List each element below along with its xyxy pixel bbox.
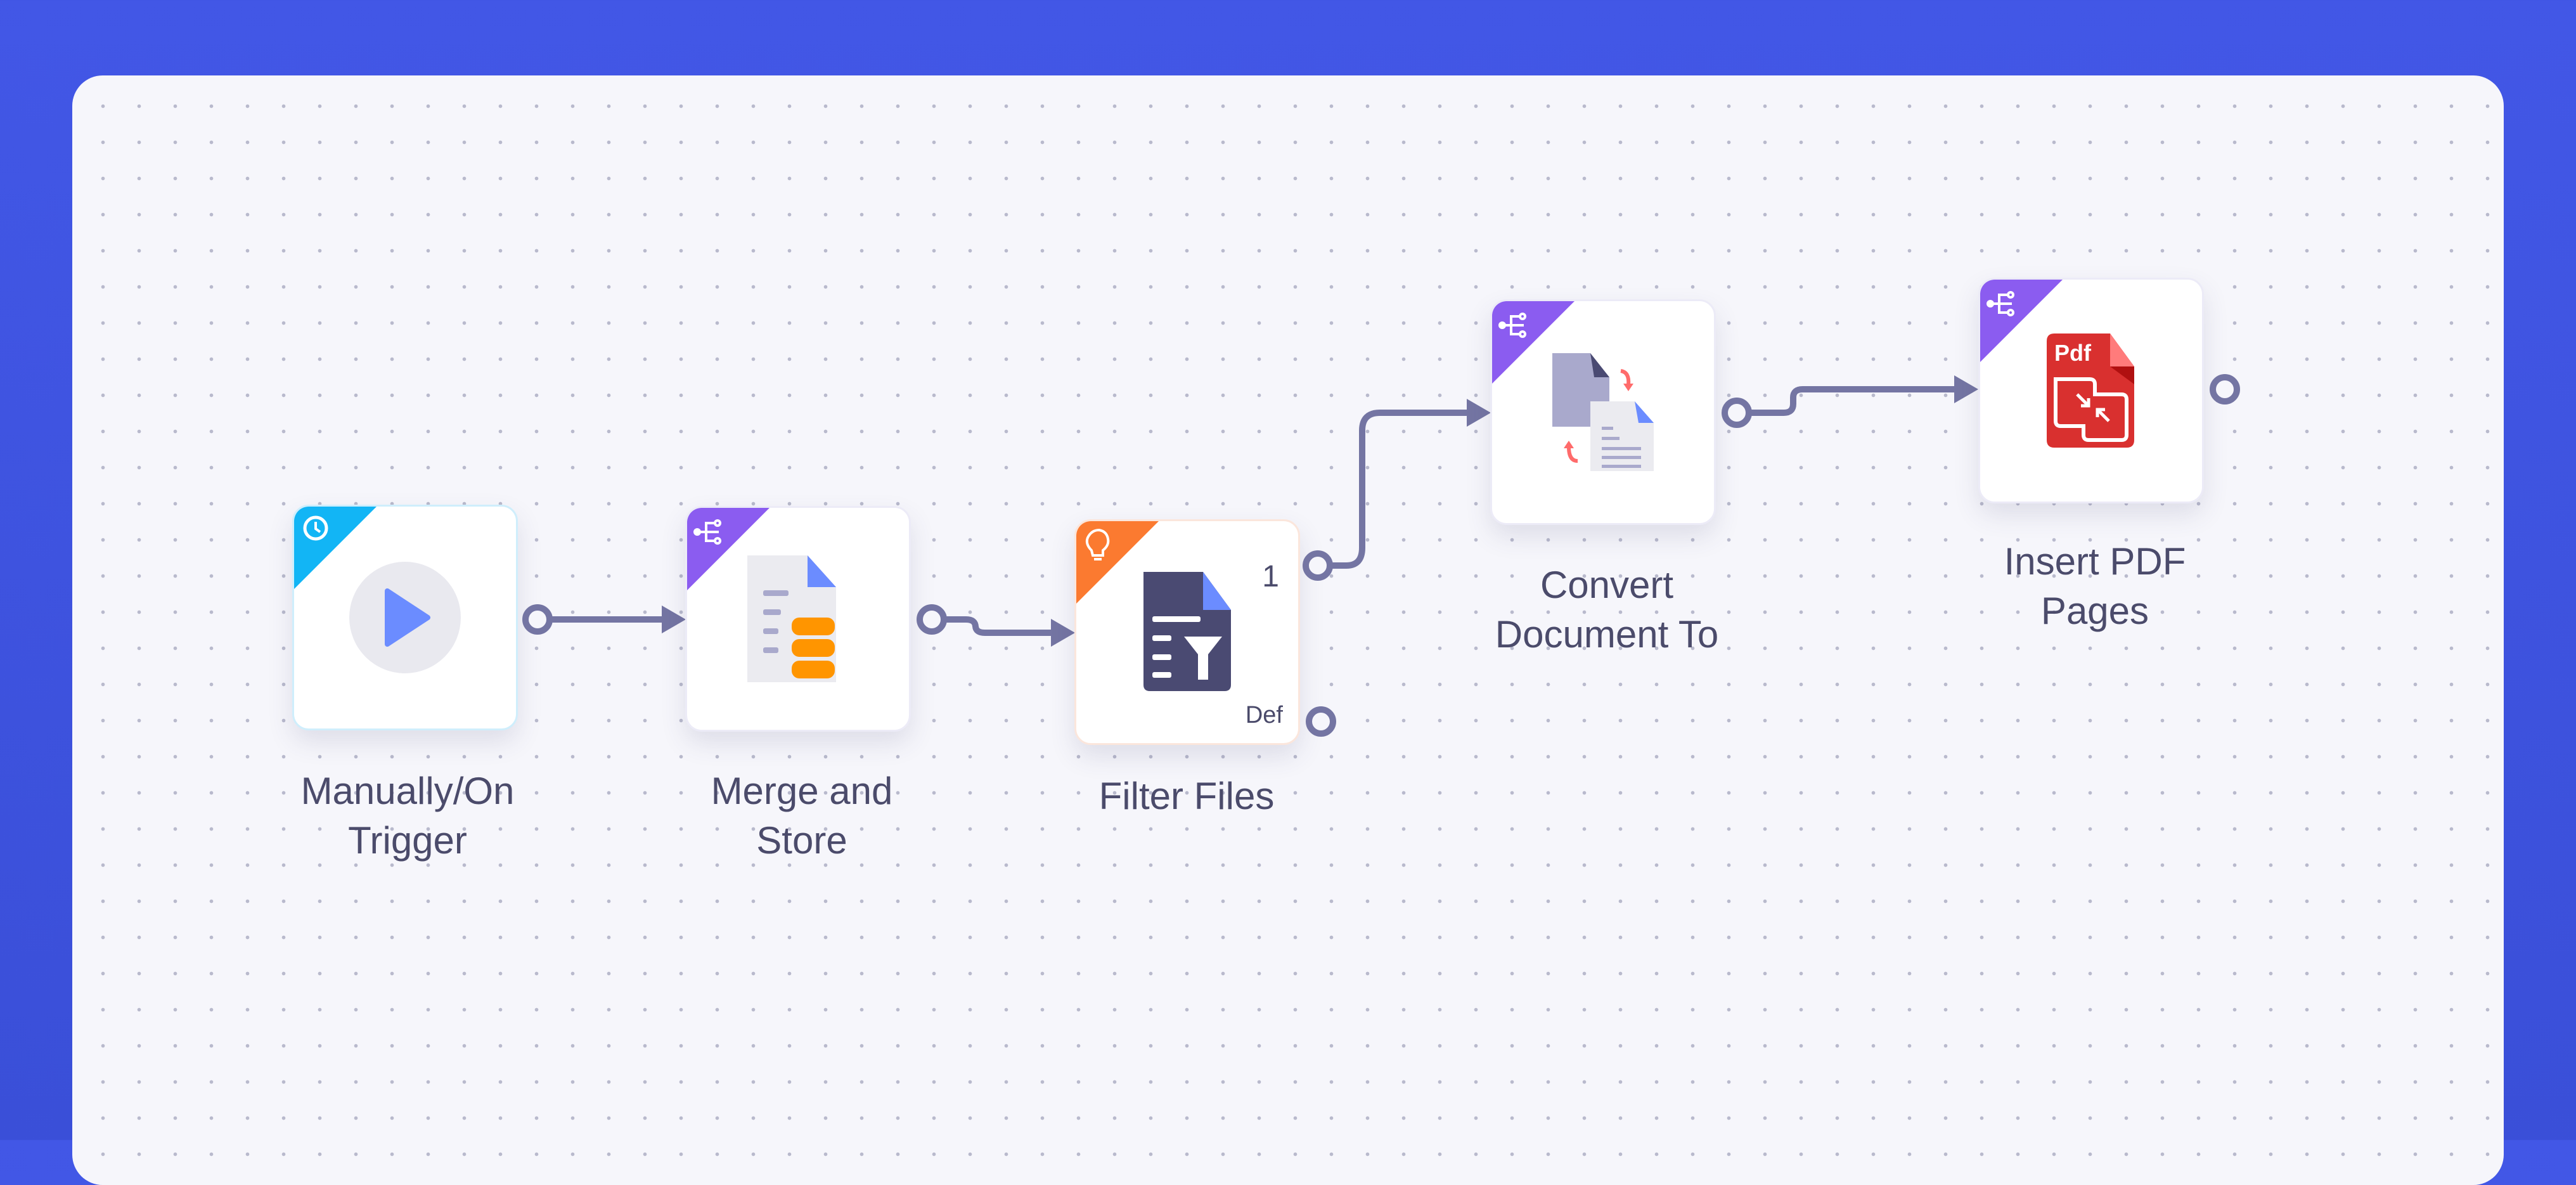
output-port[interactable]: [2210, 374, 2240, 405]
edge-filter-convert[interactable]: [1330, 410, 1473, 569]
output-1-label: 1: [1262, 560, 1279, 593]
output-port[interactable]: [917, 604, 947, 635]
arrowhead: [662, 605, 686, 633]
arrowhead: [1954, 375, 1978, 403]
usb-icon: [687, 508, 770, 590]
arrowhead: [1467, 399, 1491, 427]
output-port[interactable]: [522, 604, 553, 635]
clock-icon: [294, 507, 377, 589]
merge-store-icon: [747, 555, 836, 682]
filter-file-icon: [1143, 572, 1231, 691]
node-merge-and-store[interactable]: [685, 506, 911, 732]
usb-icon: [1980, 280, 2063, 362]
node-insert-pdf-pages[interactable]: Pdf: [1978, 278, 2204, 503]
output-port[interactable]: [1722, 398, 1752, 428]
pdf-icon-text: Pdf: [2054, 340, 2091, 366]
node-convert-document[interactable]: [1490, 299, 1716, 525]
output-port-1[interactable]: [1303, 550, 1333, 581]
node-label: Filter Files: [1098, 775, 1275, 817]
node-trigger[interactable]: [292, 505, 518, 730]
lightbulb-icon: [1076, 521, 1159, 604]
play-icon: [349, 562, 461, 673]
edges-layer: [550, 375, 1978, 647]
output-default-label: Def: [1245, 702, 1283, 728]
node-filter-files[interactable]: 1 Def: [1074, 519, 1300, 745]
pdf-insert-icon: Pdf: [2047, 333, 2135, 448]
edge-merge-filter[interactable]: [944, 616, 1058, 636]
edge-convert-insert[interactable]: [1749, 386, 1961, 416]
convert-document-icon: [1552, 353, 1654, 471]
arrowhead: [1051, 619, 1075, 647]
output-port-default[interactable]: [1306, 706, 1336, 737]
usb-icon: [1492, 301, 1575, 384]
